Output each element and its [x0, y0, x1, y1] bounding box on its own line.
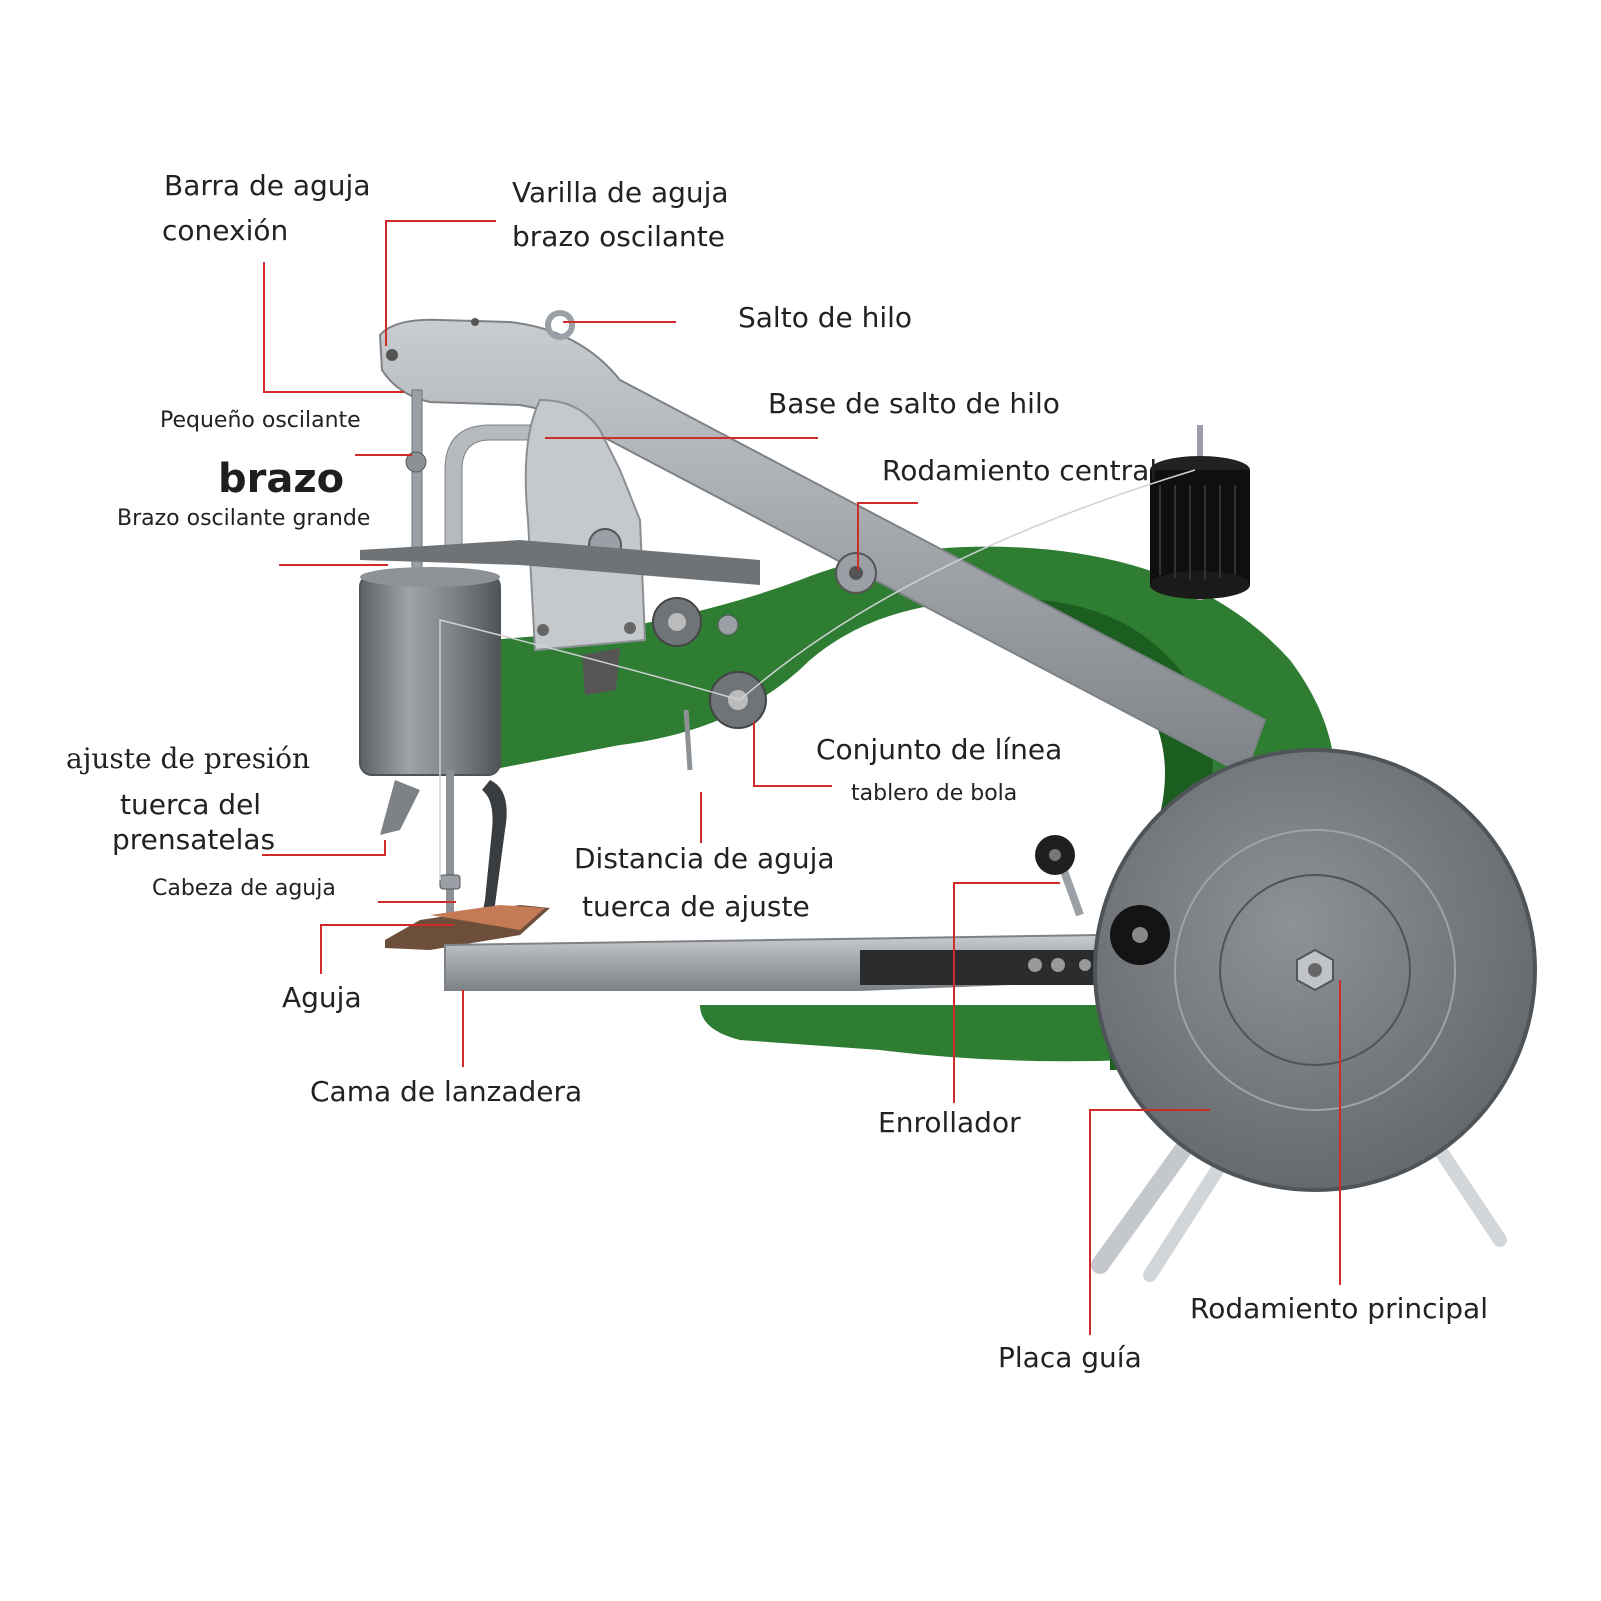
label-needle-rod-rocker-1: Varilla de aguja: [512, 176, 729, 209]
leader-needle: [320, 924, 454, 974]
label-pressure-adjust-2: tuerca del: [120, 788, 262, 821]
shuttle-bed-bar: [444, 933, 1111, 991]
winder-wheel: [1035, 835, 1084, 917]
label-small-rocker-2: brazo: [218, 456, 345, 502]
label-thread-take-up: Salto de hilo: [738, 301, 913, 334]
leader-guide-plate: [1089, 1109, 1210, 1335]
label-central-bearing: Rodamiento central: [882, 454, 1158, 487]
leader-winder: [953, 882, 1060, 1103]
label-main-bearing: Rodamiento principal: [1190, 1292, 1488, 1325]
label-large-rocker: Brazo oscilante grande: [117, 506, 371, 531]
label-pressure-adjust-3: prensatelas: [112, 823, 276, 856]
leader-central-bearing: [857, 502, 918, 570]
large-rocker-bar: [360, 540, 760, 585]
label-line-assembly-1: Conjunto de línea: [816, 733, 1063, 766]
presser-cylinder: [359, 567, 501, 835]
label-needle-rod-rocker-2: brazo oscilante: [512, 220, 725, 253]
leader-pressure-adjust: [262, 840, 386, 856]
leader-needle-rod-rocker: [385, 220, 496, 346]
leader-lines: [262, 220, 1341, 1335]
label-needle-bar-connection-2: conexión: [162, 214, 289, 247]
main-wheel: [1093, 748, 1537, 1192]
thread-path: [439, 469, 1196, 880]
label-needle: Aguja: [282, 981, 362, 1014]
label-pressure-adjust-1: ajuste de presión: [66, 742, 310, 775]
label-guide-plate: Placa guía: [998, 1341, 1142, 1374]
thread-spool: [1150, 425, 1250, 600]
label-take-up-base: Base de salto de hilo: [768, 387, 1060, 420]
label-needle-head: Cabeza de aguja: [152, 876, 336, 901]
leader-line-assembly: [753, 722, 832, 787]
label-needle-bar-connection-1: Barra de aguja: [164, 169, 371, 202]
label-small-rocker-1: Pequeño oscilante: [160, 408, 361, 433]
label-needle-distance-1: Distancia de aguja: [574, 842, 835, 875]
take-up-plate: [524, 310, 647, 652]
label-needle-distance-2: tuerca de ajuste: [582, 890, 810, 923]
leader-needle-bar-connection: [263, 262, 404, 393]
label-winder: Enrollador: [878, 1106, 1021, 1139]
stand-legs: [1091, 1131, 1507, 1282]
needle-assembly: [385, 770, 550, 950]
label-line-assembly-2: tablero de bola: [851, 781, 1018, 806]
label-shuttle-bed: Cama de lanzadera: [310, 1075, 583, 1108]
